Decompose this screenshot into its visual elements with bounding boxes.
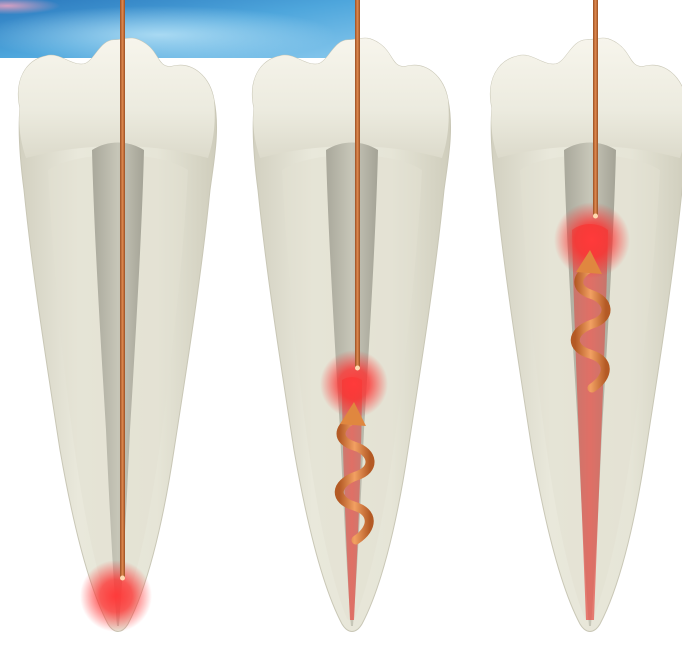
tooth-right <box>490 0 682 632</box>
tooth-middle <box>252 0 450 632</box>
laser-fiber <box>593 0 598 216</box>
heat-glow-apex <box>80 560 152 632</box>
tooth-left <box>18 0 216 632</box>
laser-fiber <box>120 0 125 578</box>
laser-fiber <box>355 0 360 368</box>
